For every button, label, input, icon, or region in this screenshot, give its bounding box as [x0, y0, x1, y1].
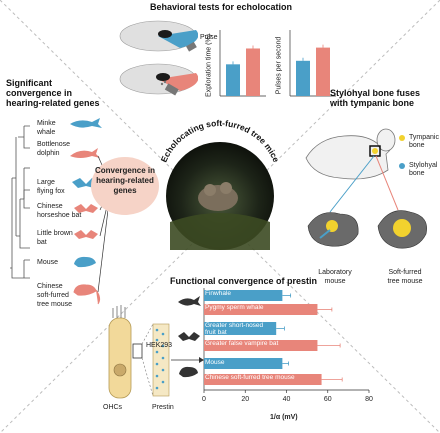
species-flying-fox: flying fox — [37, 188, 65, 195]
prestin-bar-5 — [204, 374, 322, 385]
salmon-pointer — [375, 155, 399, 211]
prestin-bar-4 — [204, 358, 283, 369]
center-photo-area: Echolocating soft-furred tree mice — [159, 118, 281, 250]
tick-label-0: 0 — [202, 396, 206, 403]
bar-label-greater-short-nosed: Greater short-nosed — [205, 322, 264, 329]
prestin-bar-3 — [204, 340, 318, 351]
photo-mouse-body — [198, 185, 238, 211]
pulse-label: Pulse — [200, 34, 218, 41]
tick-label-60: 60 — [324, 396, 332, 403]
species-large: Large — [37, 179, 55, 186]
hek-label: HEK293 — [146, 342, 173, 349]
tree-mouse-label-1: Soft-furred — [388, 269, 422, 276]
bar-label-greater-false-vampire-bat: Greater false vampire bat — [205, 340, 279, 347]
bubble-line2: hearing-related — [96, 176, 154, 185]
tick-label-80: 80 — [365, 396, 373, 403]
little-brown-bat-icon — [74, 230, 98, 239]
prestin-label: Prestin — [152, 404, 174, 411]
blue-pointer — [329, 155, 375, 213]
tympanic-legend-dot — [399, 135, 405, 141]
species-bottlenose: Bottlenose — [37, 141, 71, 148]
ear-highlight-box — [369, 145, 381, 157]
species-bat: bat — [37, 239, 47, 246]
bar-label-fruit-bat: fruit bat — [205, 329, 227, 336]
species-chinese: Chinese — [37, 203, 63, 210]
prestin-membrane — [152, 323, 170, 397]
lab-mouse-label-2: mouse — [324, 278, 346, 285]
whale-group-icon — [178, 296, 201, 306]
horseshoe-bat-icon — [74, 204, 98, 213]
speaker-top-icon — [186, 41, 197, 52]
cell-illustration — [108, 305, 204, 399]
left-title-line2: convergence in — [6, 88, 73, 98]
legend-stylohyal-1: Stylohyal — [409, 162, 438, 169]
prestin-xlabel: 1/α (mV) — [270, 414, 298, 421]
tick-label-20: 20 — [241, 396, 249, 403]
legend-stylohyal-2: bone — [409, 170, 425, 177]
mouse-icon — [74, 254, 98, 268]
tick-label-40: 40 — [283, 396, 291, 403]
mouse-top — [158, 30, 172, 38]
prestin-bar-0 — [204, 290, 283, 301]
bar-label-chinese-soft-furred-tree-mouse: Chinese soft-furred tree mouse — [205, 374, 295, 381]
behavior-title: Behavioral tests for echolocation — [150, 2, 293, 12]
chart1-ylabel: Exploration time (%) — [205, 33, 213, 98]
right-title-line1: Stylohyal bone fuses — [330, 88, 421, 98]
prestin-title: Functional convergence of prestin — [170, 276, 318, 286]
pulses-chart — [289, 30, 336, 97]
lab-mouse-skull — [307, 212, 359, 247]
bar-salmon — [246, 48, 260, 96]
prestin-bar-1 — [204, 304, 318, 315]
lab-mouse-label-1: Laboratory — [318, 269, 352, 276]
phylogenetic-tree — [10, 125, 30, 279]
mouse-bottom — [156, 73, 170, 81]
speaker-bottom-icon — [160, 80, 179, 96]
chart2-ylabel: Pulses per second — [275, 36, 283, 95]
bubble-line3: genes — [113, 186, 137, 195]
bar-blue — [296, 60, 310, 96]
tree-mouse-skull — [377, 210, 427, 249]
prestin-bar-2 — [204, 322, 277, 335]
skull-illustration — [305, 128, 427, 249]
species-soft-furred: soft-furred — [37, 292, 69, 299]
ohc-label: OHCs — [103, 404, 123, 411]
tree-mouse-label-2: tree mouse — [387, 278, 423, 285]
dolphin-icon — [70, 148, 100, 158]
species-mouse: Mouse — [37, 259, 59, 266]
species-chinese-2: Chinese — [37, 283, 63, 290]
legend-tympanic-1: Tympanic — [409, 134, 439, 141]
minke-whale-icon — [70, 118, 102, 128]
species-minke-whale: Minke whale — [37, 120, 56, 136]
left-title-line3: hearing-related genes — [6, 98, 100, 108]
bar-label-finwhale: Finwhale — [205, 290, 232, 297]
stylohyal-legend-dot — [399, 163, 405, 169]
bar-label-pygmy-sperm-whale: Pygmy sperm whale — [205, 304, 264, 311]
prestin-bar-chart: 0 20 40 60 80 — [202, 288, 373, 403]
species-dolphin: dolphin — [37, 150, 60, 157]
species-little-brown: Little brown — [37, 230, 73, 237]
bar-salmon — [316, 47, 330, 96]
right-title-line2: with tympanic bone — [330, 98, 415, 108]
species-tree-mouse: tree mouse — [37, 301, 73, 308]
tree-mouse-icon — [73, 284, 101, 305]
exploration-chart — [219, 30, 266, 97]
convergence-bubble — [91, 157, 159, 215]
species-horseshoe-bat: horseshoe bat — [37, 212, 82, 219]
prestin-group-icons — [178, 296, 201, 378]
bubble-line1: Convergence in — [94, 166, 155, 175]
ohc-cell — [108, 317, 132, 399]
mouse-group-icon — [179, 366, 198, 378]
bat-group-icon — [178, 332, 200, 341]
behavior-setup-illustration — [119, 20, 198, 95]
bar-blue — [226, 64, 240, 96]
bar-label-mouse: Mouse — [205, 359, 225, 366]
legend-tympanic-2: bone — [409, 142, 425, 149]
left-title-line1: Significant — [6, 78, 53, 88]
